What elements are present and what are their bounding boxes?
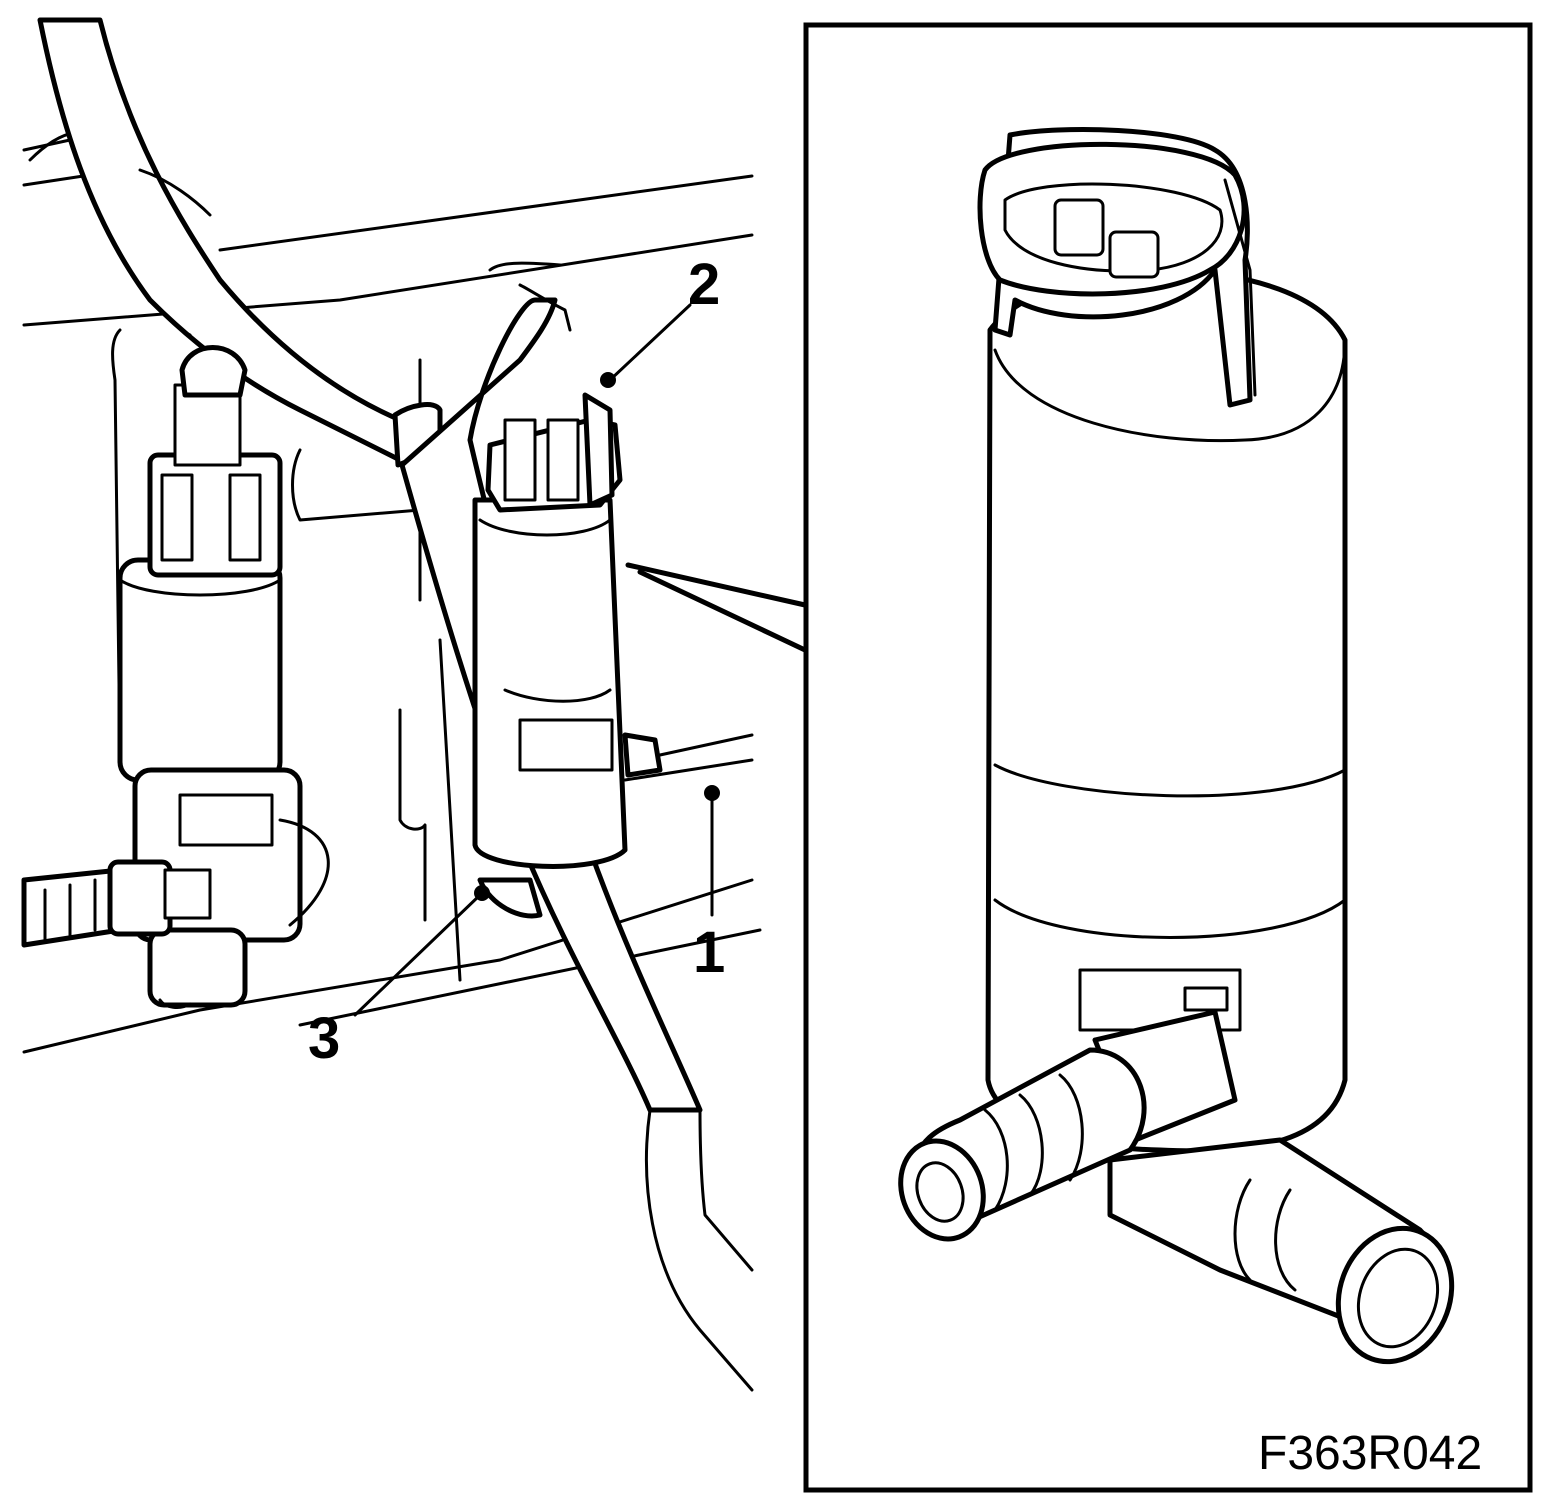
callout-2-dot bbox=[600, 372, 616, 388]
left-washer-pump bbox=[21, 345, 330, 1009]
callout-label-3: 3 bbox=[308, 1006, 341, 1071]
enlarged-washer-pump bbox=[898, 127, 1455, 1365]
mounting-bracket bbox=[22, 130, 762, 1054]
leader-lines bbox=[353, 303, 808, 1017]
figure-code: F363R042 bbox=[1258, 1427, 1483, 1480]
callout-label-1: 1 bbox=[693, 920, 726, 985]
callout-label-2: 2 bbox=[688, 252, 721, 317]
middle-washer-pump bbox=[472, 392, 754, 919]
callout-3-dot bbox=[474, 885, 490, 901]
callout-1-dot bbox=[704, 785, 720, 801]
